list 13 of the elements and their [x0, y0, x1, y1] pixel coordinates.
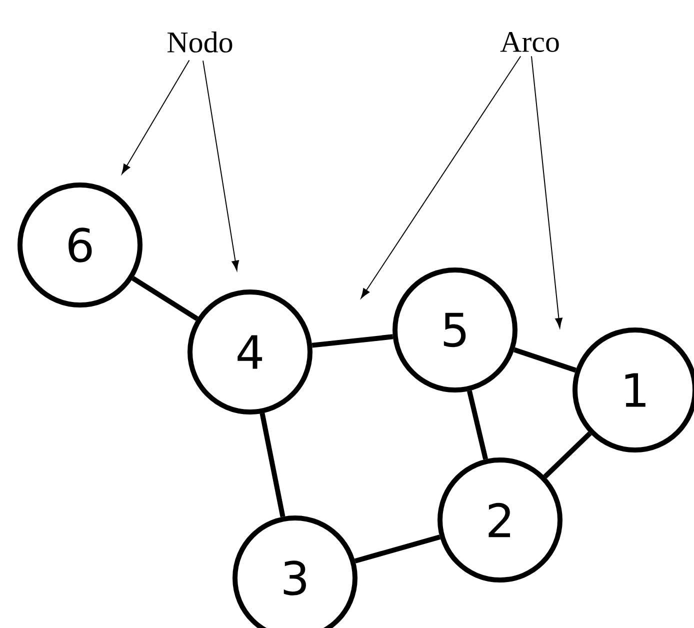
leader-line: [360, 56, 522, 299]
annotation-label: Arco: [500, 32, 559, 52]
graph-edge: [132, 276, 198, 321]
annotation-label: Nodo: [168, 31, 232, 53]
leader-line: [530, 56, 562, 328]
leader-line: [122, 60, 190, 174]
graph-edge: [354, 534, 441, 564]
graph-edge: [466, 390, 488, 460]
graph-edge: [514, 347, 576, 373]
graph-edge: [312, 334, 394, 348]
graph-edge: [260, 412, 286, 518]
leader-line: [202, 60, 239, 271]
graph-edge: [543, 432, 592, 478]
